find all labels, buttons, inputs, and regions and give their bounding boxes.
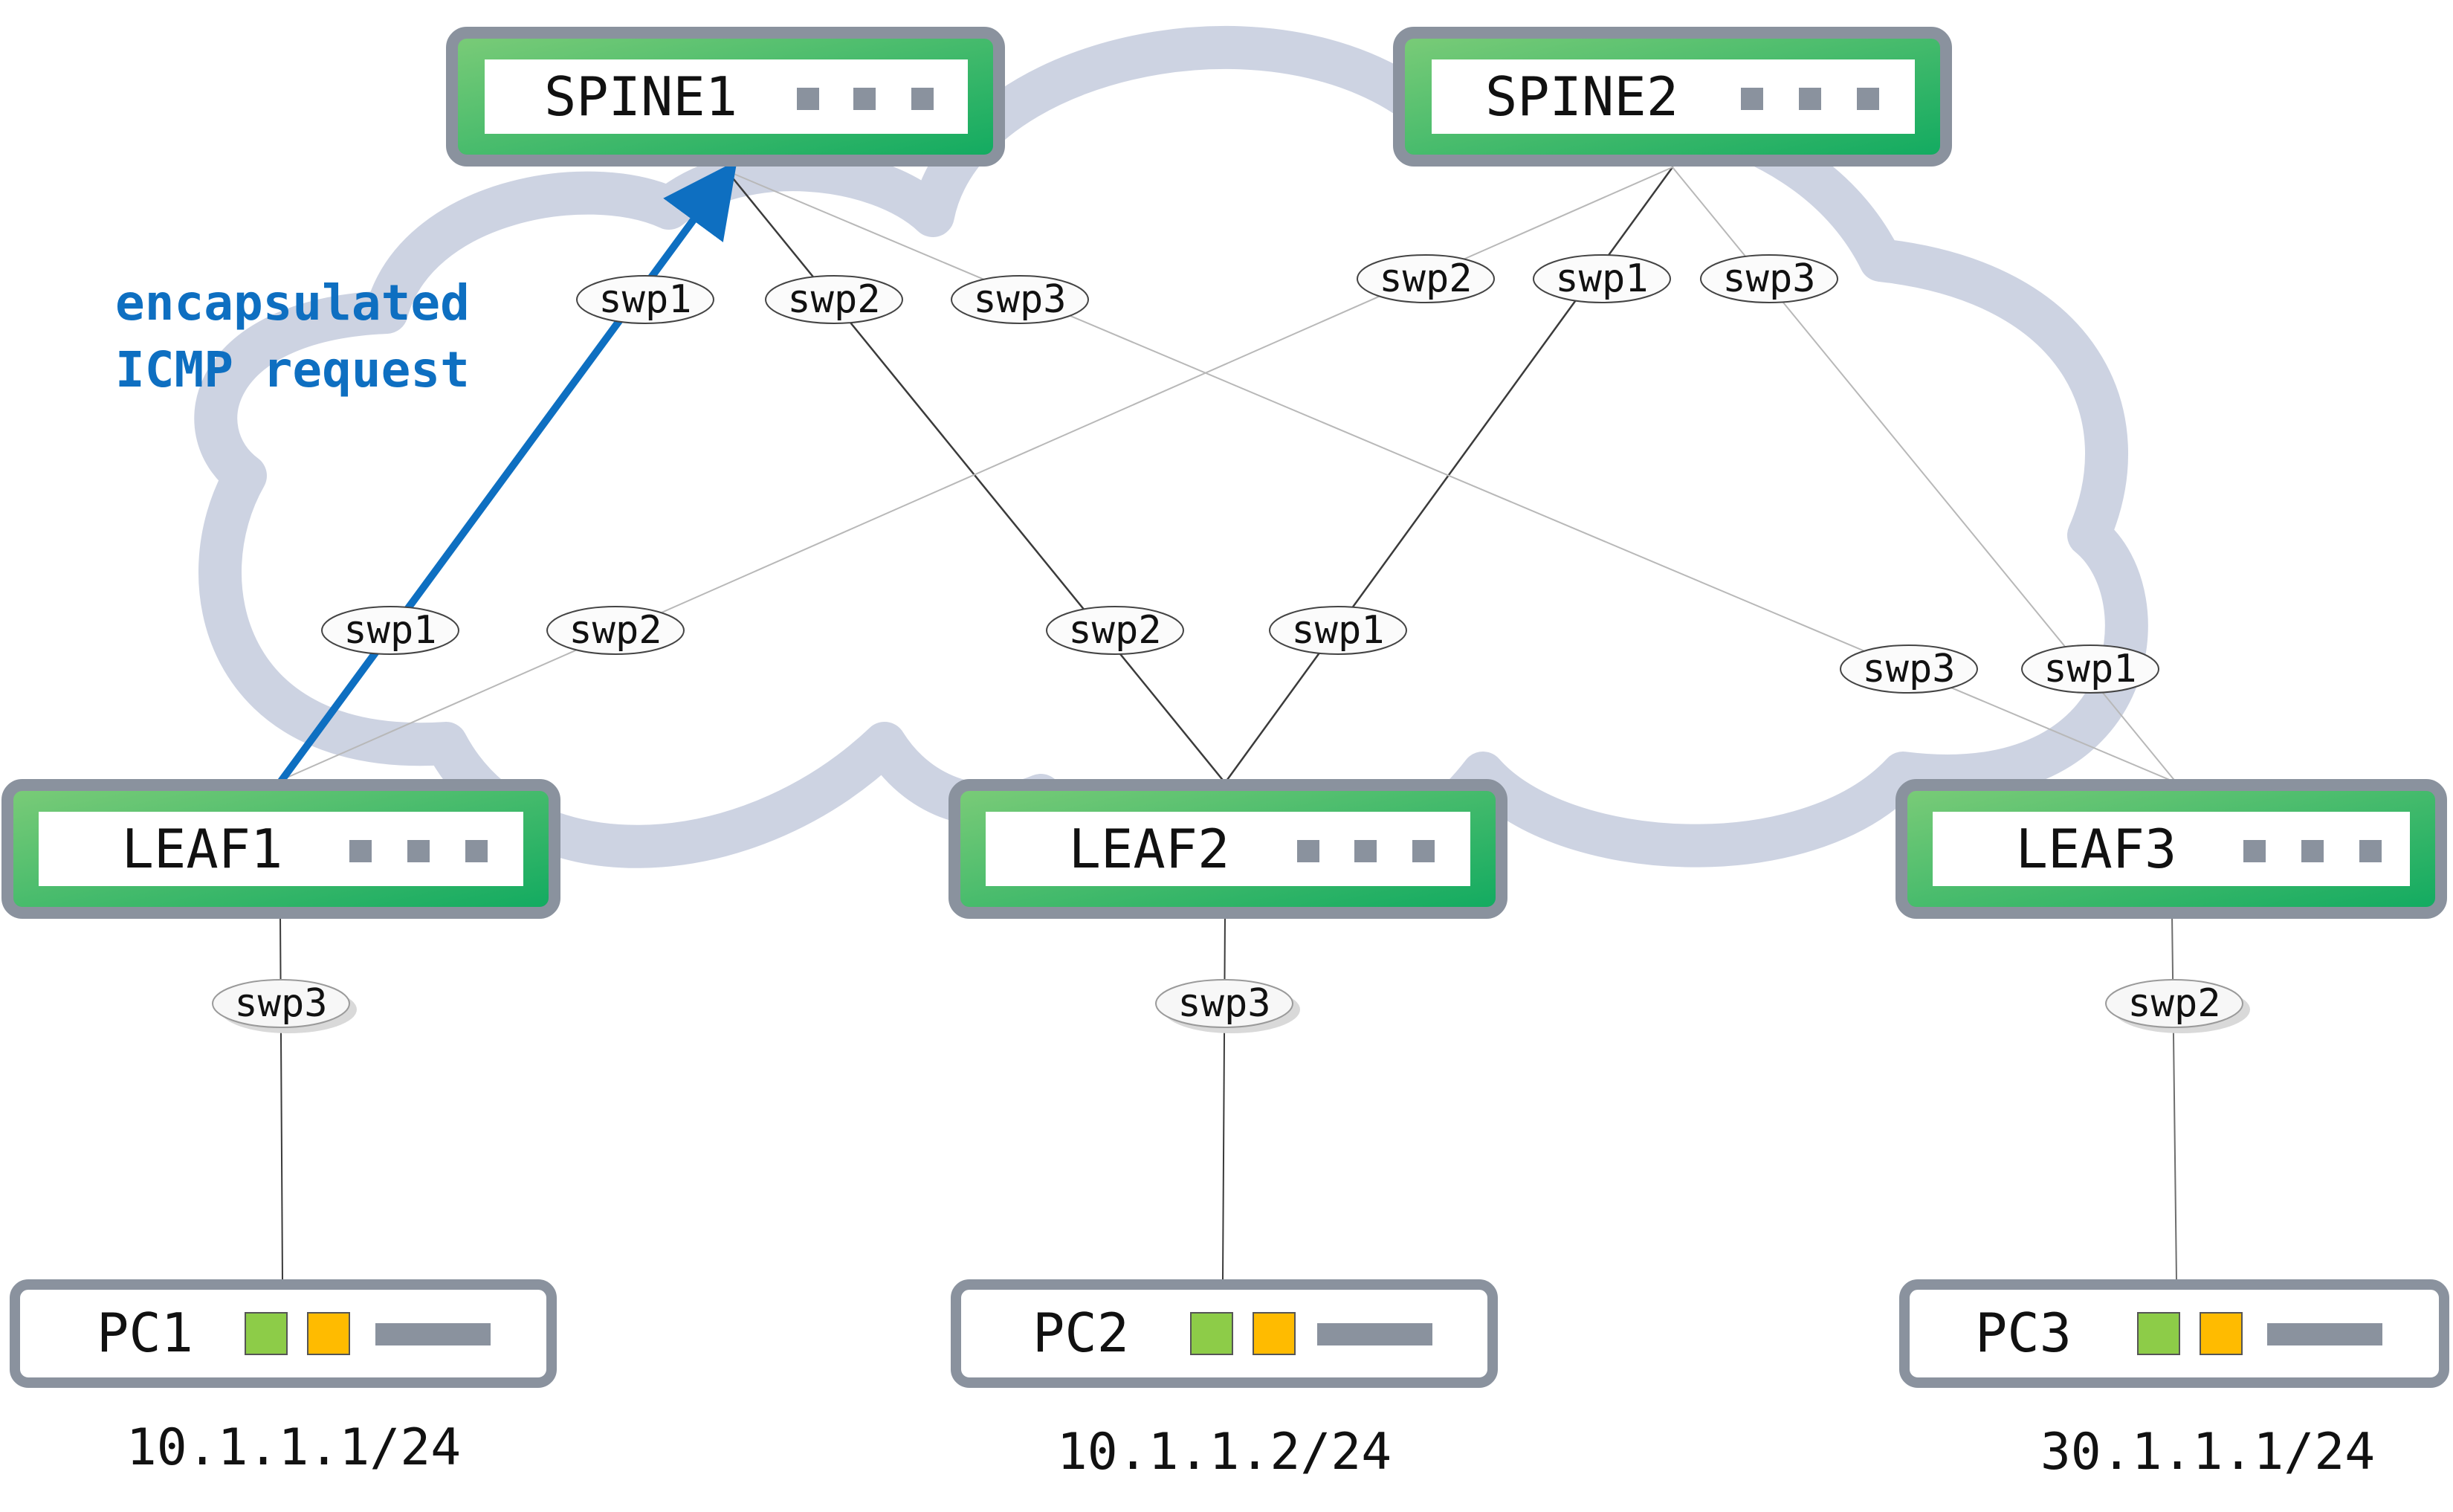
switch-leaf2[interactable]: LEAF2 <box>948 779 1507 919</box>
switch-spine2[interactable]: SPINE2 <box>1393 27 1952 167</box>
annotation-line1: encapsulated <box>115 274 470 332</box>
svg-text:swp3: swp3 <box>1177 981 1270 1026</box>
port-label-leaf3-swp2: swp2 <box>2105 979 2250 1033</box>
port-indicator <box>465 840 488 862</box>
drive-bay-icon <box>375 1323 491 1345</box>
port-label-leaf1-swp1: swp1 <box>321 606 459 655</box>
drive-bay-icon <box>2267 1323 2382 1345</box>
annotation-line2: ICMP request <box>115 341 470 398</box>
link-spine1-leaf2 <box>725 169 1226 784</box>
svg-text:swp3: swp3 <box>1722 256 1815 301</box>
port-indicator <box>2359 840 2382 862</box>
status-led-green-icon <box>1190 1312 1233 1355</box>
port-label-leaf3-swp1: swp1 <box>2021 644 2159 694</box>
status-led-green-icon <box>245 1312 288 1355</box>
pc2[interactable]: PC2 <box>951 1279 1498 1388</box>
links <box>274 166 2177 1281</box>
status-led-amber-icon <box>307 1312 350 1355</box>
svg-text:swp2: swp2 <box>1068 608 1161 653</box>
port-indicator <box>2301 840 2324 862</box>
svg-text:swp3: swp3 <box>1862 647 1955 691</box>
switch-spine1[interactable]: SPINE1 <box>446 27 1005 167</box>
svg-text:swp2: swp2 <box>569 608 662 653</box>
port-label-leaf2-swp1: swp1 <box>1269 606 1407 655</box>
switch-leaf1[interactable]: LEAF1 <box>1 779 560 919</box>
pc1-ip: 10.1.1.1/24 <box>126 1418 461 1477</box>
pc3[interactable]: PC3 <box>1899 1279 2449 1388</box>
switch-label: SPINE2 <box>1485 65 1678 128</box>
port-label-spine2-swp3: swp3 <box>1700 254 1838 303</box>
port-indicator <box>349 840 372 862</box>
link-leaf2-pc2 <box>1222 914 1226 1281</box>
status-led-green-icon <box>2137 1312 2180 1355</box>
port-label-spine1-swp3: swp3 <box>951 275 1089 324</box>
port-indicator <box>2243 840 2266 862</box>
port-indicator <box>797 88 819 110</box>
pc-label: PC3 <box>1975 1302 2072 1364</box>
svg-text:swp2: swp2 <box>2127 981 2220 1026</box>
pc-label: PC2 <box>1032 1302 1129 1364</box>
port-indicator <box>1741 88 1763 110</box>
switch-label: LEAF3 <box>2016 818 2177 880</box>
svg-text:swp2: swp2 <box>787 277 880 322</box>
port-label-spine1-swp2: swp2 <box>765 275 903 324</box>
pc1[interactable]: PC1 <box>10 1279 557 1388</box>
svg-text:swp1: swp1 <box>2043 647 2136 691</box>
switch-label: LEAF2 <box>1069 818 1230 880</box>
port-label-leaf1-swp3: swp3 <box>212 979 357 1033</box>
port-label-spine2-swp2: swp2 <box>1357 254 1495 303</box>
port-labels: swp1 swp2 swp3 swp2 swp1 swp3 swp1 <box>212 254 2250 1033</box>
port-label-leaf2-swp2: swp2 <box>1046 606 1184 655</box>
svg-text:swp1: swp1 <box>343 608 436 653</box>
drive-bay-icon <box>1317 1323 1432 1345</box>
port-indicator <box>407 840 430 862</box>
port-indicator <box>911 88 934 110</box>
port-indicator <box>1857 88 1879 110</box>
status-led-amber-icon <box>1253 1312 1296 1355</box>
pc2-ip: 10.1.1.2/24 <box>1057 1423 1392 1482</box>
link-leaf1-pc1 <box>279 914 283 1281</box>
svg-text:swp3: swp3 <box>973 277 1066 322</box>
cloud-outline <box>194 25 2148 919</box>
port-label-spine2-swp1: swp1 <box>1533 254 1671 303</box>
status-led-amber-icon <box>2200 1312 2243 1355</box>
pc-label: PC1 <box>97 1302 193 1364</box>
pc3-ip: 30.1.1.1/24 <box>2040 1423 2375 1482</box>
port-indicator <box>1297 840 1319 862</box>
switch-label: SPINE1 <box>544 65 737 128</box>
port-label-leaf3-swp3: swp3 <box>1840 644 1978 694</box>
port-indicator <box>853 88 876 110</box>
port-indicator <box>1354 840 1377 862</box>
svg-text:swp1: swp1 <box>1555 256 1648 301</box>
link-leaf3-pc3 <box>2171 914 2177 1281</box>
svg-text:swp1: swp1 <box>598 277 691 322</box>
svg-text:swp2: swp2 <box>1379 256 1472 301</box>
switch-leaf3[interactable]: LEAF3 <box>1896 779 2447 919</box>
svg-text:swp3: swp3 <box>234 981 327 1026</box>
port-label-leaf2-swp3: swp3 <box>1155 979 1300 1033</box>
port-label-spine1-swp1: swp1 <box>576 275 714 324</box>
port-indicator <box>1799 88 1821 110</box>
port-label-leaf1-swp2: swp2 <box>546 606 685 655</box>
switch-label: LEAF1 <box>122 818 283 880</box>
port-indicator <box>1412 840 1435 862</box>
svg-text:swp1: swp1 <box>1291 608 1384 653</box>
